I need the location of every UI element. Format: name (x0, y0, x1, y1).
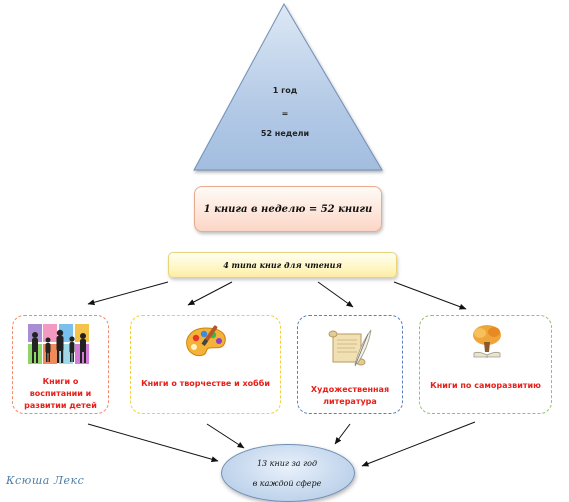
arrow-from-category-1 (87, 423, 219, 463)
arrow-to-category-1 (87, 281, 169, 306)
category-label-line: литература (323, 397, 377, 406)
category-card-parenting: Книги о воспитании и развитии детей (12, 315, 109, 414)
category-label-fiction: Художественная литература (302, 384, 398, 408)
triangle-line-3: 52 недели (260, 129, 310, 138)
result-line-1: 13 книг за год (256, 459, 318, 468)
arrow-from-category-3 (334, 423, 351, 445)
result-line-2: в каждой сфере (252, 479, 322, 488)
arrow-to-category-3 (317, 281, 354, 308)
family-icon (26, 322, 92, 370)
arrow-to-category-4 (393, 281, 467, 310)
arrow-from-category-4 (361, 421, 476, 467)
category-card-creativity: Книги о творчестве и хобби (130, 315, 281, 414)
arrow-to-category-2 (187, 281, 233, 306)
category-label-parenting: Книги о воспитании и развитии детей (17, 376, 104, 412)
triangle-line-1: 1 год (272, 86, 298, 95)
tree-icon (470, 324, 504, 364)
category-label-self-development: Книги по саморазвитию (430, 381, 541, 390)
rate-box: 1 книга в неделю = 52 книги (194, 186, 382, 232)
arrow-from-category-2 (206, 423, 245, 449)
types-box-text: 4 типа книг для чтения (223, 260, 342, 270)
category-card-self-development: Книги по саморазвитию (419, 315, 552, 414)
palette-icon (183, 324, 229, 364)
scroll-quill-icon (327, 328, 373, 374)
category-label-line: Художественная (310, 385, 390, 394)
category-card-fiction: Художественная литература (297, 315, 403, 414)
category-label-line: Книги о (42, 377, 79, 386)
rate-box-text: 1 книга в неделю = 52 книги (203, 203, 373, 215)
triangle-line-2: = (281, 109, 289, 118)
category-label-line: воспитании и (29, 389, 92, 398)
result-ellipse (221, 444, 355, 502)
watermark-signature: Ксюша Лекс (6, 474, 85, 487)
category-label-creativity: Книги о творчестве и хобби (141, 379, 270, 388)
types-box: 4 типа книг для чтения (168, 252, 397, 278)
category-label-line: развитии детей (24, 401, 97, 410)
